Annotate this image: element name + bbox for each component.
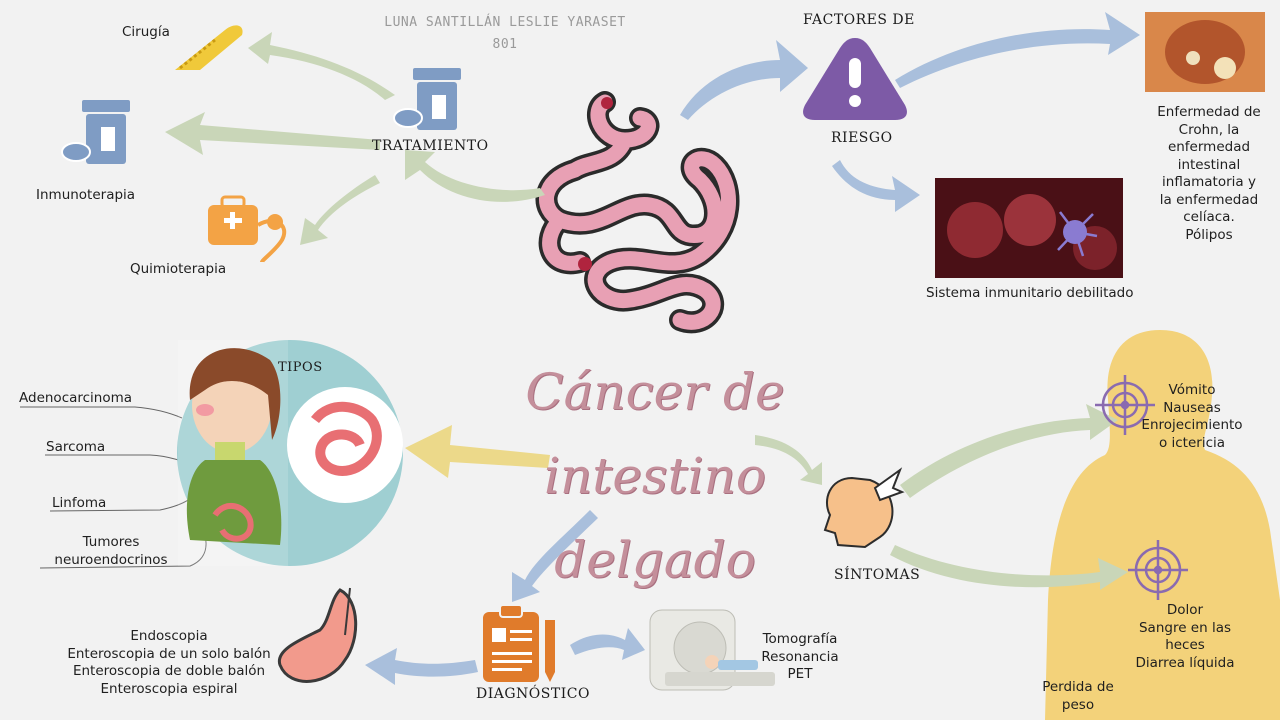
diagnostico-label: DIAGNÓSTICO <box>476 686 590 702</box>
arrow-sintomas <box>755 435 822 485</box>
medication-icon-tratamiento <box>393 68 461 130</box>
mri-scanner-icon <box>649 609 775 691</box>
imaging-item: PET <box>787 666 813 682</box>
sintomas-group-3: Perdida de peso <box>1032 679 1124 714</box>
crohn-line: inflamatoria y <box>1162 174 1256 190</box>
tratamiento-item-inmunoterapia: Inmunoterapia <box>36 187 136 203</box>
sintoma-item: o ictericia <box>1158 434 1226 451</box>
scalpel-icon <box>175 25 243 70</box>
immune-cell-photo <box>935 178 1123 278</box>
endoscopy-item: Endoscopia <box>130 628 208 644</box>
endoscopy-item: Enteroscopia de un solo balón <box>67 645 271 662</box>
arrow-diagnostico <box>512 510 598 602</box>
title-line1: Cáncer de intestino <box>525 363 785 505</box>
sintomas-group-2: Dolor Sangre en las heces Diarrea líquid… <box>1130 602 1240 672</box>
tipos-item-neuroendocrinos: Tumores neuroendocrinos <box>52 534 170 569</box>
arrows-factores <box>680 12 1140 212</box>
human-body-silhouette <box>1045 330 1280 720</box>
sintoma-item: Enrojecimiento <box>1141 417 1243 433</box>
diagnostico-imagen-list: Tomografía Resonancia PET <box>752 631 848 684</box>
sintoma-item: Nauseas <box>1163 399 1221 416</box>
factores-label-line1: FACTORES DE <box>803 12 915 28</box>
tipos-item-adenocarcinoma: Adenocarcinoma <box>19 390 133 406</box>
sintomas-group-1: Vómito Nauseas Enrojecimiento o icterici… <box>1137 382 1247 452</box>
diagnostico-endoscopia-list: Endoscopia Enteroscopia de un solo balón… <box>64 628 274 698</box>
title-line2: delgado <box>554 531 756 589</box>
factores-item-inmunitario: Sistema inmunitario debilitado <box>926 285 1134 301</box>
sintoma-item: Diarrea líquida <box>1135 654 1235 671</box>
sintomas-label: SÍNTOMAS <box>834 567 921 583</box>
sintoma-item: Sangre en las <box>1138 619 1232 636</box>
arrow-imagen <box>570 628 645 660</box>
crohn-line: intestinal <box>1177 156 1241 173</box>
sintoma-item: Dolor <box>1166 602 1204 618</box>
crohn-line: enfermedad <box>1167 139 1251 155</box>
factores-item-crohn: Enfermedad de Crohn, la enfermedad intes… <box>1150 104 1268 244</box>
tratamiento-item-quimioterapia: Quimioterapia <box>130 261 227 277</box>
medical-kit-icon <box>208 195 287 263</box>
arrows-tratamiento <box>165 32 545 245</box>
author-group: 801 <box>492 37 518 52</box>
arrow-tipos <box>405 425 550 478</box>
arrow-sintomas-up <box>900 404 1118 498</box>
imaging-item: Tomografía <box>762 631 838 647</box>
tipos-label: TIPOS <box>278 360 323 375</box>
factores-label-line2: RIESGO <box>831 130 893 146</box>
tipos-item-linfoma: Linfoma <box>52 495 107 511</box>
crohn-line: la enfermedad <box>1159 191 1259 208</box>
crohn-line: celíaca. <box>1183 209 1235 225</box>
author-name: LUNA SANTILLÁN LESLIE YARASET <box>384 15 626 30</box>
sintoma-item: heces <box>1165 637 1205 653</box>
target-icon-lower <box>1128 540 1188 600</box>
endoscopy-item: Enteroscopia de doble balón <box>72 663 266 679</box>
crohn-line: Crohn, la <box>1178 121 1240 138</box>
neuro-line: neuroendocrinos <box>54 551 168 568</box>
target-icon-upper <box>1095 375 1155 435</box>
clipboard-icon <box>483 604 555 682</box>
main-title: Cáncer de intestino delgado <box>420 350 890 602</box>
neuro-line: Tumores <box>82 534 140 550</box>
tratamiento-label: TRATAMIENTO <box>372 138 489 154</box>
sintoma-item: peso <box>1061 696 1095 713</box>
stomach-endoscopy-icon <box>277 587 358 683</box>
imaging-item: Resonancia <box>761 648 839 665</box>
tipos-illustration <box>177 340 403 566</box>
tratamiento-item-cirugia: Cirugía <box>122 24 170 40</box>
arrow-sintomas-down <box>890 545 1128 590</box>
sintoma-item: Vómito <box>1168 382 1216 398</box>
endoscopy-item: Enteroscopia espiral <box>100 680 238 697</box>
crohn-photo <box>1145 12 1265 92</box>
tipos-item-sarcoma: Sarcoma <box>46 439 106 455</box>
sintoma-item: Perdida de <box>1042 679 1114 695</box>
arrow-endoscopia <box>365 648 478 685</box>
crohn-line: Pólipos <box>1185 226 1233 243</box>
small-intestine-illustration <box>535 91 740 334</box>
warning-icon <box>803 38 907 120</box>
crohn-line: Enfermedad de <box>1157 104 1261 120</box>
author-block: LUNA SANTILLÁN LESLIE YARASET 801 <box>355 12 655 56</box>
head-icon <box>823 467 905 549</box>
medication-icon-inmunoterapia <box>61 100 130 164</box>
